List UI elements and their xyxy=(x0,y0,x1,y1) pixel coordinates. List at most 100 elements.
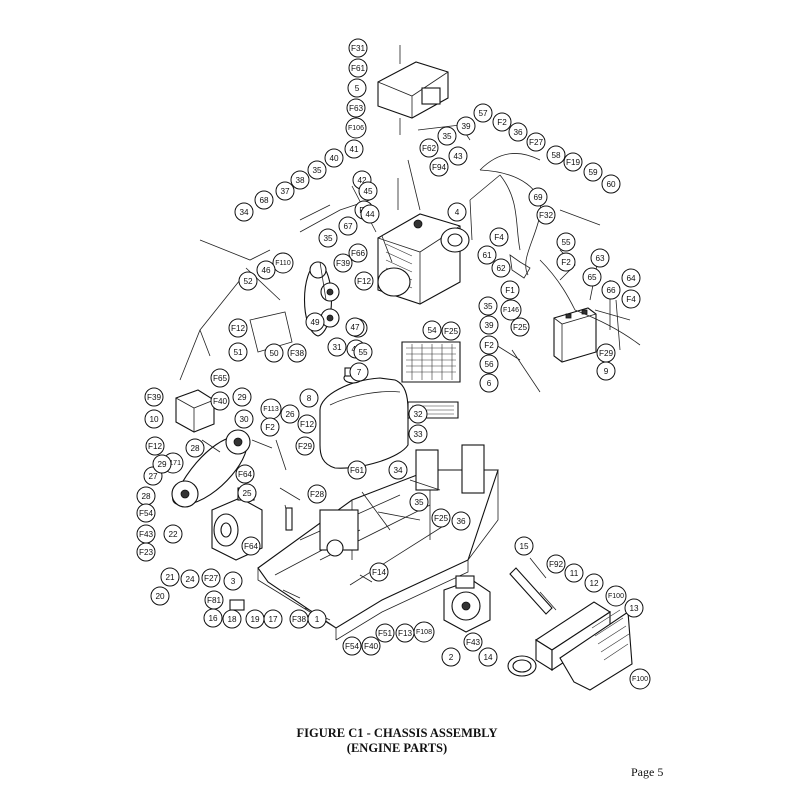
svg-text:F12: F12 xyxy=(231,324,246,333)
callout-43: 43 xyxy=(448,146,468,166)
svg-text:F43: F43 xyxy=(466,638,481,647)
callout-24: 24 xyxy=(180,569,200,589)
svg-text:50: 50 xyxy=(269,349,279,358)
callout-f32: F32 xyxy=(536,205,556,225)
callout-f25: F25 xyxy=(510,317,530,337)
callout-28: 28 xyxy=(136,486,156,506)
callout-20: 20 xyxy=(150,586,170,606)
svg-text:F29: F29 xyxy=(298,442,313,451)
callout-31: 31 xyxy=(327,337,347,357)
svg-text:13: 13 xyxy=(629,604,639,613)
callout-f81: F81 xyxy=(204,590,224,610)
svg-text:29: 29 xyxy=(237,393,247,402)
svg-text:F92: F92 xyxy=(549,560,564,569)
callout-8: 8 xyxy=(299,388,319,408)
callout-f14: F14 xyxy=(369,562,389,582)
callout-18: 18 xyxy=(222,609,242,629)
callout-58: 58 xyxy=(546,145,566,165)
callout-f39: F39 xyxy=(144,387,164,407)
svg-text:F13: F13 xyxy=(398,629,413,638)
svg-text:65: 65 xyxy=(587,273,597,282)
svg-text:45: 45 xyxy=(363,187,373,196)
svg-text:F25: F25 xyxy=(434,514,449,523)
svg-text:56: 56 xyxy=(484,360,494,369)
callout-64: 64 xyxy=(621,268,641,288)
svg-text:F146: F146 xyxy=(503,307,519,314)
svg-text:F32: F32 xyxy=(539,211,554,220)
callout-f13: F13 xyxy=(395,623,415,643)
svg-text:F54: F54 xyxy=(139,509,154,518)
svg-text:F63: F63 xyxy=(349,104,364,113)
svg-text:F113: F113 xyxy=(263,406,279,413)
svg-text:4: 4 xyxy=(455,208,460,217)
svg-text:28: 28 xyxy=(190,444,200,453)
svg-text:F39: F39 xyxy=(336,259,351,268)
callout-f54: F54 xyxy=(342,636,362,656)
callout-25: 25 xyxy=(237,483,257,503)
callout-59: 59 xyxy=(583,162,603,182)
callout-32: 32 xyxy=(408,404,428,424)
callout-2: 2 xyxy=(441,647,461,667)
callout-29: 29 xyxy=(232,387,252,407)
callout-35: 35 xyxy=(307,160,327,180)
callout-f62: F62 xyxy=(419,138,439,158)
svg-text:26: 26 xyxy=(285,410,295,419)
svg-text:24: 24 xyxy=(185,575,195,584)
callout-60: 60 xyxy=(601,174,621,194)
svg-text:25: 25 xyxy=(242,489,252,498)
svg-text:19: 19 xyxy=(250,615,260,624)
svg-text:52: 52 xyxy=(243,277,253,286)
svg-text:2: 2 xyxy=(449,653,454,662)
callout-38: 38 xyxy=(290,170,310,190)
svg-text:41: 41 xyxy=(349,145,359,154)
callout-33: 33 xyxy=(408,424,428,444)
svg-text:17: 17 xyxy=(268,615,278,624)
callout-34: 34 xyxy=(234,202,254,222)
svg-text:46: 46 xyxy=(261,266,271,275)
callout-19: 19 xyxy=(245,609,265,629)
callout-f23: F23 xyxy=(136,542,156,562)
svg-text:F106: F106 xyxy=(348,125,364,132)
callout-67: 67 xyxy=(338,216,358,236)
svg-text:30: 30 xyxy=(239,415,249,424)
callout-f25: F25 xyxy=(441,321,461,341)
callout-f63: F63 xyxy=(346,98,366,118)
svg-text:37: 37 xyxy=(280,187,290,196)
callout-f64: F64 xyxy=(235,464,255,484)
callout-f31: F31 xyxy=(348,38,368,58)
svg-text:40: 40 xyxy=(329,154,339,163)
svg-text:F27: F27 xyxy=(529,138,544,147)
callout-30: 30 xyxy=(234,409,254,429)
svg-text:16: 16 xyxy=(208,614,218,623)
callout-35: 35 xyxy=(318,228,338,248)
svg-text:51: 51 xyxy=(233,348,243,357)
svg-text:49: 49 xyxy=(310,318,320,327)
svg-text:29: 29 xyxy=(157,460,167,469)
callout-63: 63 xyxy=(590,248,610,268)
callout-f61: F61 xyxy=(348,58,368,78)
callout-35: 35 xyxy=(478,296,498,316)
svg-text:F40: F40 xyxy=(213,397,228,406)
callout-12: 12 xyxy=(584,573,604,593)
svg-text:55: 55 xyxy=(561,238,571,247)
svg-text:F64: F64 xyxy=(238,470,253,479)
callout-f65: F65 xyxy=(210,368,230,388)
callout-f106: F106 xyxy=(345,117,367,139)
svg-text:F51: F51 xyxy=(378,629,393,638)
svg-text:42: 42 xyxy=(357,176,367,185)
callout-44: 44 xyxy=(360,204,380,224)
callout-39: 39 xyxy=(479,315,499,335)
svg-text:7: 7 xyxy=(357,368,362,377)
wiring-harness xyxy=(199,124,641,346)
callout-21: 21 xyxy=(160,567,180,587)
callout-f2: F2 xyxy=(479,335,499,355)
callout-f12: F12 xyxy=(354,271,374,291)
svg-text:9: 9 xyxy=(604,367,609,376)
svg-text:55: 55 xyxy=(358,348,368,357)
callout-f12: F12 xyxy=(145,436,165,456)
svg-text:39: 39 xyxy=(461,122,471,131)
svg-text:36: 36 xyxy=(456,517,466,526)
callout-65: 65 xyxy=(582,267,602,287)
svg-text:F61: F61 xyxy=(351,64,366,73)
callout-34: 34 xyxy=(388,460,408,480)
